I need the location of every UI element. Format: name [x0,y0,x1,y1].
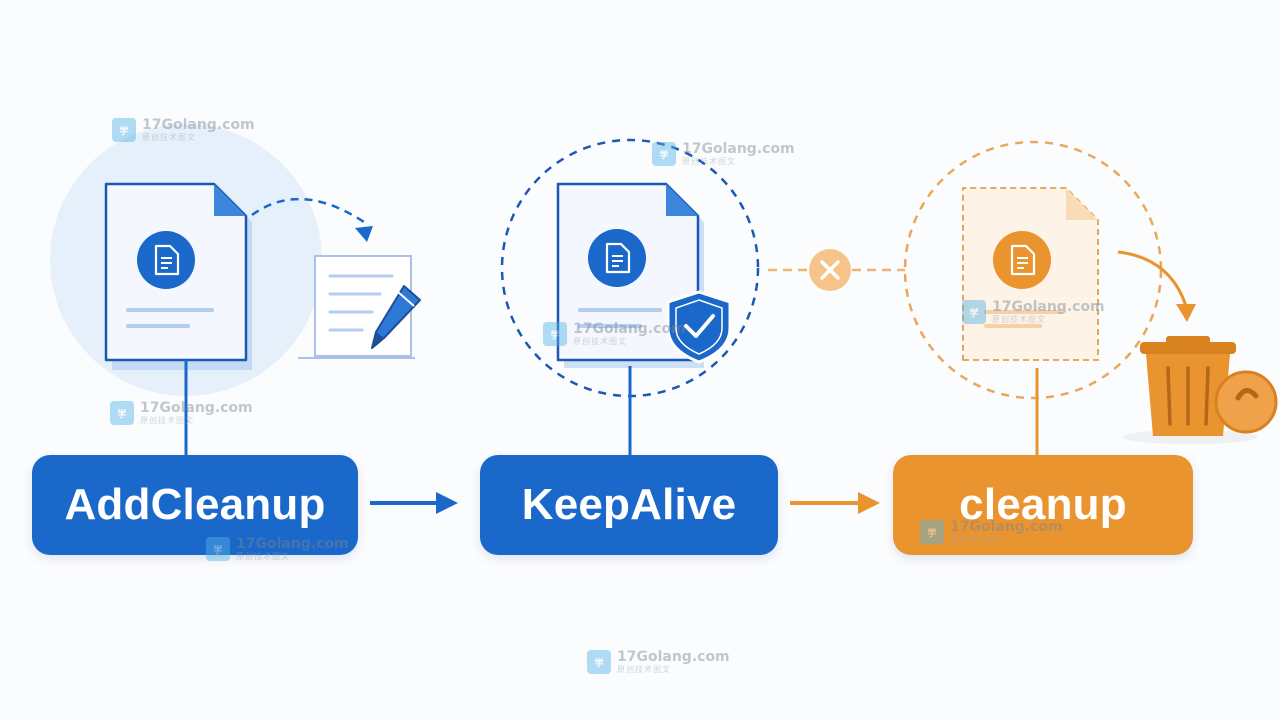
keepalive-document-icon [556,182,704,368]
trash-bin-icon [1122,336,1278,444]
keepalive-box: KeepAlive [480,455,778,555]
shield-check-icon [666,290,732,364]
discard-arc-arrow [1117,250,1188,307]
addcleanup-label: AddCleanup [64,480,326,529]
flow-arrow-1 [370,492,458,514]
cleanup-document-icon [962,187,1099,361]
register-arc-arrow [251,197,365,224]
cleanup-box: cleanup [893,455,1193,555]
close-circle-icon [809,249,851,291]
cleanup-label: cleanup [959,480,1127,529]
flow-arrow-2 [790,492,880,514]
addcleanup-document-icon [104,182,252,370]
notepad-pencil-icon [298,255,421,359]
keepalive-label: KeepAlive [521,480,737,529]
addcleanup-box: AddCleanup [32,455,358,555]
